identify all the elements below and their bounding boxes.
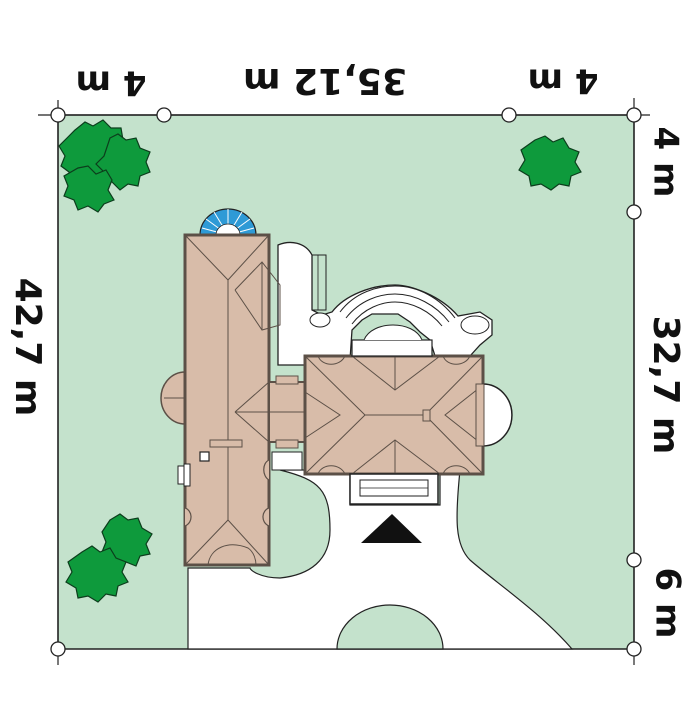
south-arch: [317, 465, 346, 475]
dim-top-left: 4 m: [76, 63, 147, 103]
terrace-oval: [309, 312, 331, 328]
dim-right-top: 4 m: [646, 127, 686, 198]
survey-point-icon: [50, 107, 642, 657]
connector-porch: [271, 451, 303, 471]
terrace: [277, 241, 493, 366]
pergola-arc: [345, 293, 450, 323]
west-notch: [184, 507, 192, 527]
east-bay: [482, 383, 513, 447]
tree-icon: [518, 135, 582, 191]
east-wing-ridges: [304, 355, 484, 475]
tree-icon: [65, 513, 153, 603]
connector-ridges: [234, 381, 309, 443]
west-wing-ridges: [184, 234, 281, 566]
chimney: [199, 451, 210, 462]
connector-step: [275, 439, 299, 449]
north-porch: [351, 339, 433, 357]
terrace-oval: [460, 315, 490, 335]
entrance-arrow-icon: [361, 514, 422, 543]
west-steps: [183, 463, 191, 487]
dim-right-middle: 32,7 m: [645, 316, 686, 455]
dome-inner: [215, 223, 241, 236]
dim-right-bottom: 6 m: [648, 568, 688, 639]
dimension-lines: [38, 98, 650, 665]
north-arch: [442, 355, 471, 365]
chimney: [209, 439, 243, 448]
pergola-arc: [351, 301, 443, 327]
north-arch: [317, 355, 346, 365]
dim-left: 42,7 m: [7, 278, 48, 417]
connector-step: [275, 375, 299, 385]
side-steps: [312, 254, 327, 311]
tree-icon: [58, 119, 151, 213]
east-bay-roof: [475, 383, 485, 447]
north-porch-arch: [363, 324, 423, 341]
chimney: [422, 409, 431, 422]
south-arch: [442, 465, 471, 475]
lawn-semicircle: [336, 604, 444, 650]
pergola-arc: [339, 285, 456, 319]
east-notch: [263, 459, 270, 481]
dim-top-right: 4 m: [528, 61, 599, 101]
dim-top-center: 35,12 m: [243, 60, 407, 101]
west-wing-roof: [183, 233, 271, 567]
east-notch: [262, 507, 270, 527]
